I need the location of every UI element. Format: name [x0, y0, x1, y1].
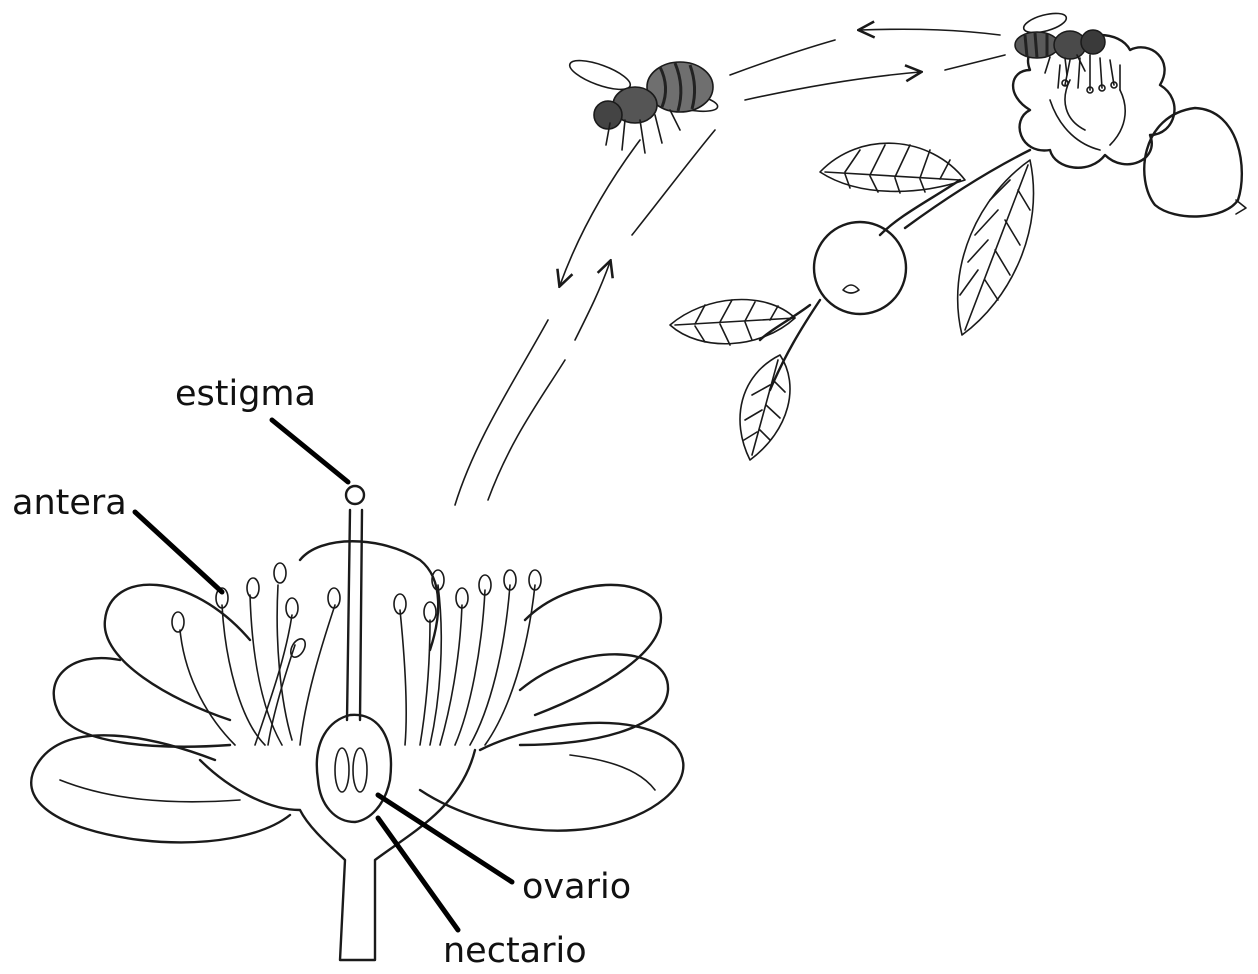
bee-icon	[567, 55, 719, 153]
arc-outer-segment-1	[860, 29, 1000, 35]
arc-inner-segment-5	[945, 55, 1005, 70]
arc-outer-segment-3	[560, 140, 640, 285]
guava-branch-icon	[670, 35, 1246, 460]
arc-inner-segment-1	[488, 360, 565, 500]
label-nectary: nectario	[443, 931, 587, 971]
leader-anther	[135, 512, 222, 592]
arc-outer-segment-4	[455, 320, 548, 505]
arc-inner-segment-4	[745, 72, 920, 100]
arc-inner-segment-2	[575, 262, 610, 340]
label-ovary: ovario	[522, 867, 631, 907]
leader-stigma	[272, 420, 348, 482]
arc-outer-segment-2	[730, 40, 835, 75]
leader-nectary	[378, 818, 458, 930]
pollination-arrows	[455, 29, 1005, 505]
label-stigma: estigma	[175, 374, 316, 414]
leader-ovary	[378, 795, 512, 882]
label-anther: antera	[12, 483, 127, 523]
